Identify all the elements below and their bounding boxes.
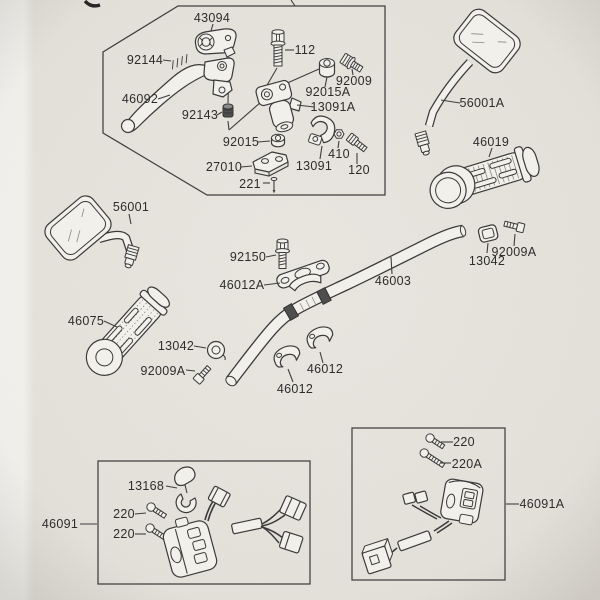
- cropped-page-mark: [83, 0, 101, 8]
- part-46012-clamp-upper: [306, 326, 334, 349]
- part-46092-brake-lever: [120, 57, 235, 134]
- part-92143-bushing: [222, 103, 234, 118]
- part-label-120: 120: [348, 163, 370, 177]
- part-label-46091A: 46091A: [520, 497, 565, 511]
- part-label-220-left-2: 220: [113, 527, 135, 541]
- part-410-washer: [333, 129, 345, 139]
- part-label-92015: 92015: [223, 135, 259, 149]
- part-label-46012A: 46012A: [220, 278, 265, 292]
- part-46012A-holder-upper: [263, 259, 330, 292]
- part-220A-screw-right: [419, 448, 446, 468]
- part-label-27010: 27010: [206, 160, 242, 174]
- part-label-92009A-left: 92009A: [141, 364, 186, 378]
- part-label-56001: 56001: [113, 200, 149, 214]
- part-label-46019: 46019: [473, 135, 509, 149]
- right-switch-assembly-box: [351, 427, 519, 581]
- part-label-56001A: 56001A: [460, 96, 505, 110]
- part-label-92015A: 92015A: [306, 85, 351, 99]
- part-label-92143: 92143: [182, 108, 218, 122]
- part-13091A-master-cylinder: [255, 79, 302, 133]
- leader-46012-upper: [319, 351, 324, 364]
- part-13042-cap-right: [477, 224, 499, 243]
- part-46012-clamp-lower: [273, 345, 301, 368]
- part-92009A-screw-right: [503, 220, 526, 234]
- top-detail-box: [102, 0, 386, 196]
- right-switch-housing: [361, 478, 484, 575]
- part-221-pin: [270, 177, 278, 194]
- part-27010-bracket: [252, 151, 289, 177]
- part-92015A-nut: [318, 58, 336, 78]
- part-label-46012-upper: 46012: [307, 362, 343, 376]
- part-label-46075: 46075: [68, 314, 104, 328]
- part-92150-bolt: [265, 238, 290, 269]
- leader-92009A-left: [185, 369, 196, 372]
- part-label-220-left-1: 220: [113, 507, 135, 521]
- part-label-43094: 43094: [194, 11, 230, 25]
- part-label-221: 221: [239, 177, 261, 191]
- part-43094-lever-holder: [194, 28, 237, 58]
- leader-13168: [165, 485, 178, 489]
- part-92009A-screw-left: [192, 365, 212, 385]
- leader-13042-left: [193, 345, 207, 349]
- leader-220-left-1: [134, 512, 147, 515]
- leader-92009A-right: [513, 233, 516, 247]
- part-46019-throttle-grip: [429, 146, 540, 209]
- part-46003-handlebar: [225, 224, 467, 387]
- part-220-screw-left-2: [145, 523, 167, 540]
- part-56001-mirror: [44, 195, 140, 269]
- part-label-46003: 46003: [375, 274, 411, 288]
- part-13091-holder: [308, 115, 336, 146]
- part-label-13168: 13168: [128, 479, 164, 493]
- part-label-13091: 13091: [296, 159, 332, 173]
- part-92015-nut: [270, 133, 286, 148]
- part-label-13091A: 13091A: [311, 100, 356, 114]
- part-220-screw-right: [425, 433, 446, 450]
- part-label-220A-right: 220A: [452, 457, 483, 471]
- part-220-screw-left-1: [146, 502, 168, 519]
- part-label-13042-right: 13042: [469, 254, 505, 268]
- part-label-46012-lower: 46012: [277, 382, 313, 396]
- part-13042-bushing-left: [206, 340, 226, 361]
- part-56001A-mirror: [414, 8, 521, 156]
- part-label-13042-left: 13042: [158, 339, 194, 353]
- part-label-46092: 46092: [122, 92, 158, 106]
- part-46075-grip: [85, 286, 170, 376]
- leader-13042-right: [486, 242, 489, 254]
- part-label-220-right: 220: [453, 435, 475, 449]
- part-label-410: 410: [328, 147, 350, 161]
- leader-lines-top: [157, 23, 358, 184]
- part-92144-spring: [171, 54, 188, 70]
- part-label-46091: 46091: [42, 517, 78, 531]
- part-120-bolt: [346, 132, 368, 153]
- part-label-112: 112: [295, 43, 316, 57]
- part-13168-lever: [174, 466, 197, 514]
- part-92009-bolt: [339, 53, 364, 73]
- left-switch-housing: [162, 485, 307, 578]
- part-112-bolt: [270, 29, 286, 67]
- part-label-92144: 92144: [127, 53, 163, 67]
- leader-46012-lower: [287, 368, 294, 383]
- part-label-92009: 92009: [336, 74, 372, 88]
- part-label-92009A-right: 92009A: [492, 245, 537, 259]
- left-switch-assembly-box: [80, 460, 311, 585]
- part-label-92150: 92150: [230, 250, 266, 264]
